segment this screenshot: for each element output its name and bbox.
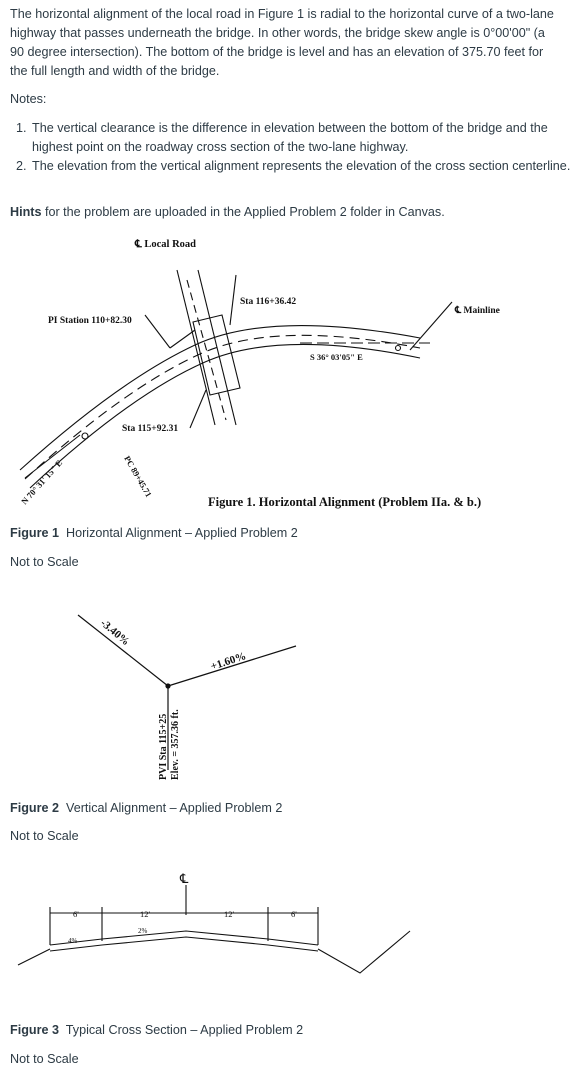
hints-bold: Hints [10,205,42,219]
figure1-not-to-scale: Not to Scale [10,555,79,569]
grade-line-left [77,614,169,687]
figure2-caption: Figure 2 Vertical Alignment – Applied Pr… [10,801,282,815]
sta-mid-label: Sta 115+92.31 [122,424,178,434]
pc-marker [81,432,89,440]
figure1-caption-text: Horizontal Alignment – Applied Problem 2 [66,526,298,540]
figure2-vertical-alignment: -3.40% +1.60% PVI Sta 115+25 Elev. = 357… [77,614,297,780]
shoulder-right-label: 6' [291,909,297,919]
sta-leader-top [229,274,237,326]
slope-shoulder-label: 4% [68,937,78,945]
slope-lane-label: 2% [138,927,148,935]
pvi-point [165,683,171,689]
intro-paragraph: The horizontal alignment of the local ro… [10,7,554,78]
bridge-deck [192,314,241,396]
sta-top-label: Sta 116+36.42 [240,297,296,307]
pi-station-label: PI Station 110+82.30 [48,316,132,326]
figure2-caption-text: Vertical Alignment – Applied Problem 2 [66,801,283,815]
note-item: The elevation from the vertical alignmen… [30,157,572,176]
local-road-label: ℄ Local Road [134,238,196,250]
sta-leader-mid [189,389,207,429]
pc-label: PC 89+45.71 [122,454,154,499]
hints-line: Hints for the problem are uploaded in th… [10,205,445,219]
notes-list: The vertical clearance is the difference… [12,119,572,176]
note-item: The vertical clearance is the difference… [30,119,572,157]
pvi-elev-label: Elev. = 357.36 ft. [170,709,181,780]
pt-marker [394,344,402,352]
shoulder-left-label: 6' [73,909,79,919]
notes-label: Notes: [10,92,47,106]
local-road-edge-right [197,269,237,426]
figure3-caption: Figure 3 Typical Cross Section – Applied… [10,1023,303,1037]
figure3-not-to-scale: Not to Scale [10,1052,79,1066]
lane-right-label: 12' [224,909,235,919]
figure1-horizontal-alignment: ℄ Local Road PI Station 110+82.30 Sta 11… [19,238,500,509]
bearing-tick [24,434,81,479]
mainline-label: ℄ Mainline [454,305,500,316]
figure1-caption: Figure 1 Horizontal Alignment – Applied … [10,526,298,540]
grade-line-right [167,645,297,687]
hints-text: for the problem are uploaded in the Appl… [41,205,445,219]
figure3-caption-num: Figure 3 [10,1023,59,1037]
figure2-not-to-scale: Not to Scale [10,829,79,843]
lane-left-label: 12' [140,909,151,919]
figure1-title: Figure 1. Horizontal Alignment (Problem … [208,495,481,509]
pavement-top [49,930,319,946]
pavement-bottom [49,936,319,952]
local-road-edge-left [176,269,216,426]
highway-edge-inner [29,343,421,489]
right-side-slope [317,930,411,974]
pvi-sta-label: PVI Sta 115+25 [158,714,169,780]
left-side-slope [17,948,51,966]
figure3-cross-section: ℄ 12' 12' 6' 6' 2% 4% [17,871,411,974]
grade-right-label: +1.60% [209,650,247,673]
figure1-caption-num: Figure 1 [10,526,59,540]
pi-leader [144,314,171,349]
bearing-right-label: S 36° 03'05" E [310,352,363,362]
mainline-leader [409,301,453,351]
figure3-caption-text: Typical Cross Section – Applied Problem … [65,1023,304,1037]
centerline-label: ℄ [179,871,189,886]
figure2-caption-num: Figure 2 [10,801,59,815]
local-road-center [186,279,227,421]
pi-leader-2 [169,329,196,349]
